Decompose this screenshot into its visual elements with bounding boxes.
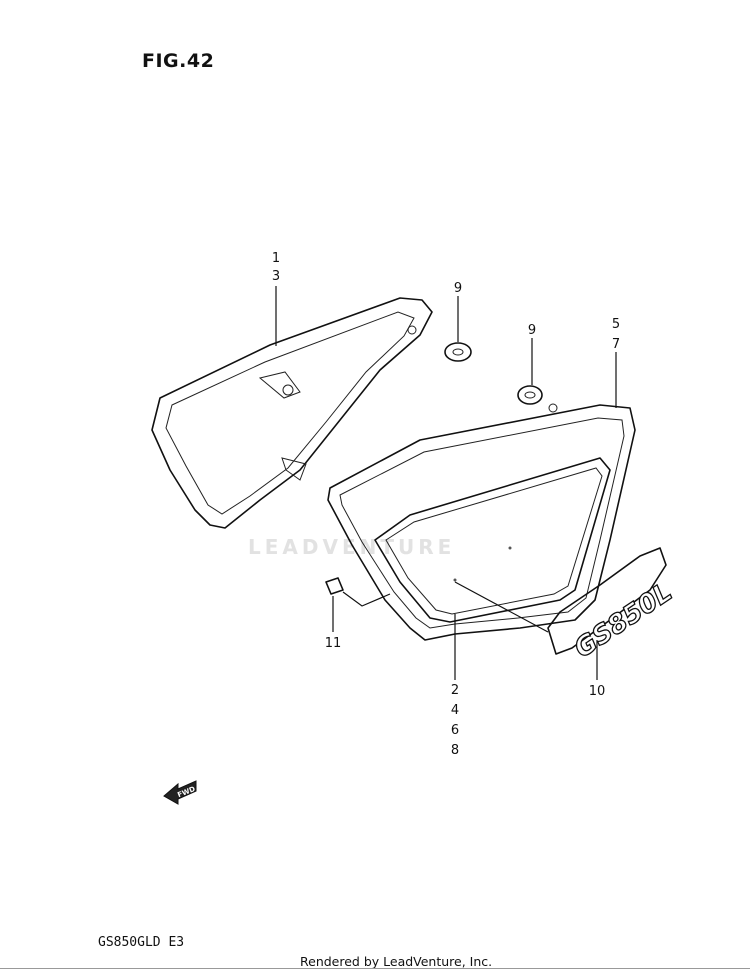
emblem-text: GS850L: [569, 577, 678, 664]
callout-c9a: 9: [454, 281, 462, 296]
callout-c9b: 9: [528, 323, 536, 338]
figure-title: FIG.42: [142, 50, 215, 72]
callout-line: 5: [612, 317, 620, 332]
clip-part: [325, 577, 391, 607]
model-code: GS850GLD E3: [98, 935, 185, 950]
callout-line: 4: [451, 703, 459, 718]
callout-c10: 10: [589, 684, 606, 699]
callout-line: 7: [612, 337, 620, 352]
callout-line: 2: [451, 683, 459, 698]
callout-c5: 5 7: [612, 317, 620, 352]
fwd-label: FWD: [176, 785, 196, 799]
callout-line: 9: [454, 281, 462, 296]
leader-lines: [275, 286, 617, 680]
callout-line: 10: [589, 684, 606, 699]
callout-line: 11: [325, 636, 342, 651]
callout-line: 6: [451, 723, 459, 738]
footer-divider: [0, 968, 750, 969]
callout-line: 3: [272, 269, 280, 284]
side-cover-part: [327, 404, 636, 641]
callout-line: 9: [528, 323, 536, 338]
fwd-arrow-icon: FWD: [163, 780, 197, 805]
callout-line: 8: [451, 743, 459, 758]
emblem-part: GS850L: [547, 547, 678, 665]
callout-c1: 1 3: [272, 251, 280, 284]
footer-credit: Rendered by LeadVenture, Inc.: [300, 954, 493, 969]
callout-c2: 2 4 6 8: [451, 683, 459, 758]
grommet-part: [444, 342, 558, 413]
frame-cover-part: [151, 297, 433, 529]
callout-c11: 11: [325, 636, 342, 651]
callout-line: 1: [272, 251, 280, 266]
